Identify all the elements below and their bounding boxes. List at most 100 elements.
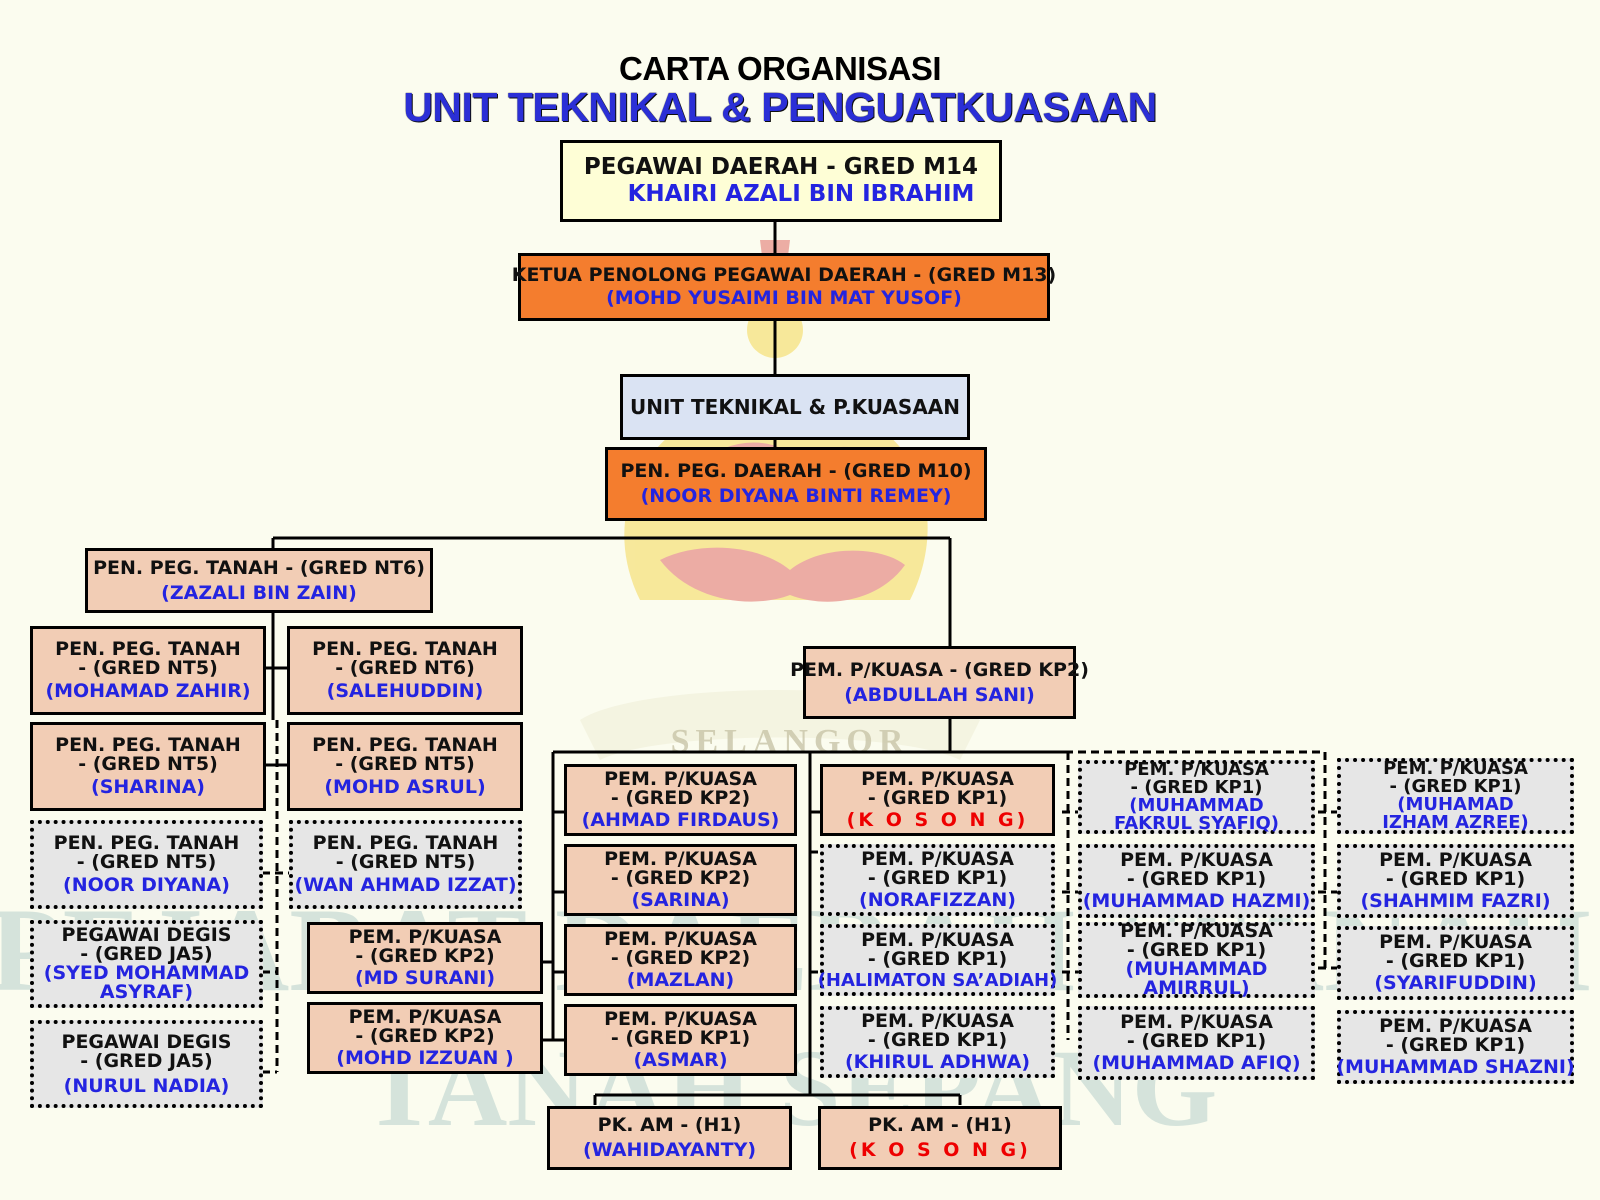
node-grade: - (GRED KP1) — [1130, 777, 1263, 798]
node-role: PEM. P/KUASA — [861, 1010, 1014, 1032]
node-am-wahidayanty: PK. AM - (H1) (WAHIDAYANTY) — [547, 1106, 792, 1170]
node-grade: - (GRED KP1) — [867, 867, 1008, 889]
node-grade: - (GRED NT5) — [76, 851, 217, 873]
node-grade: - (GRED KP1) — [610, 1027, 751, 1049]
node-pk-amirrul: PEM. P/KUASA - (GRED KP1) (MUHAMMAD AMIR… — [1078, 922, 1315, 998]
node-grade: - (GRED KP1) — [1389, 776, 1522, 797]
node-pk-hazmi: PEM. P/KUASA - (GRED KP1) (MUHAMMAD HAZM… — [1078, 844, 1315, 918]
node-pk-izzuan: PEM. P/KUASA - (GRED KP2) (MOHD IZZUAN ) — [307, 1002, 543, 1074]
node-grade: - (GRED KP1) — [1126, 939, 1267, 961]
node-role: PEGAWAI DEGIS — [61, 1030, 232, 1053]
node-grade: - (GRED KP1) — [1385, 868, 1526, 890]
node-role: KETUA PENOLONG PEGAWAI DAERAH - (GRED M1… — [511, 264, 1057, 286]
node-person: (MUHAMMAD HAZMI) — [1082, 890, 1311, 912]
node-person-vacant: (K O S O N G) — [849, 1139, 1031, 1161]
node-person: (NORAFIZZAN) — [859, 889, 1016, 911]
node-person: (WAN AHMAD IZZAT) — [294, 874, 517, 896]
node-role: PEN. PEG. TANAH - (GRED NT6) — [93, 556, 425, 579]
node-grade: - (GRED NT5) — [78, 753, 218, 775]
node-role: PEM. P/KUASA — [861, 848, 1014, 870]
node-role: PEM. P/KUASA — [861, 928, 1014, 951]
node-ppt-noor-diyana: PEN. PEG. TANAH - (GRED NT5) (NOOR DIYAN… — [30, 820, 263, 909]
node-ppt-zahir: PEN. PEG. TANAH - (GRED NT5) (MOHAMAD ZA… — [30, 626, 266, 715]
node-role: PEM. P/KUASA — [861, 768, 1014, 790]
node-role: PEM. P/KUASA — [348, 926, 502, 948]
node-pk-khirul: PEM. P/KUASA - (GRED KP1) (KHIRUL ADHWA) — [820, 1006, 1055, 1078]
node-grade: - (GRED KP1) — [1126, 868, 1267, 890]
node-ppt-sharina: PEN. PEG. TANAH - (GRED NT5) (SHARINA) — [30, 722, 266, 811]
node-pk-shazni: PEM. P/KUASA - (GRED KP1) (MUHAMMAD SHAZ… — [1336, 1010, 1575, 1084]
node-role: PEGAWAI DEGIS — [61, 924, 232, 946]
node-person: (MOHAMAD ZAHIR) — [45, 680, 251, 702]
node-person: (ABDULLAH SANI) — [844, 683, 1035, 706]
node-ppt-salehuddin: PEN. PEG. TANAH - (GRED NT6) (SALEHUDDIN… — [287, 626, 523, 715]
node-ketua-penolong: KETUA PENOLONG PEGAWAI DAERAH - (GRED M1… — [512, 253, 1056, 321]
node-role: PEGAWAI DAERAH - GRED M14 — [583, 154, 979, 180]
node-role: PEM. P/KUASA — [604, 1008, 757, 1030]
node-pk-izham: PEM. P/KUASA - (GRED KP1) (MUHAMAD IZHAM… — [1337, 758, 1574, 834]
node-pk-abdullah: PEM. P/KUASA - (GRED KP2) (ABDULLAH SANI… — [790, 646, 1089, 719]
node-person: (SALEHUDDIN) — [326, 680, 484, 702]
node-pk-afiq: PEM. P/KUASA - (GRED KP1) (MUHAMMAD AFIQ… — [1078, 1006, 1315, 1080]
node-pk-sarina: PEM. P/KUASA - (GRED KP2) (SARINA) — [564, 844, 797, 916]
node-role: PEN. PEG. TANAH — [312, 832, 499, 854]
node-pk-firdaus: PEM. P/KUASA - (GRED KP2) (AHMAD FIRDAUS… — [564, 764, 797, 836]
node-grade: - (GRED KP2) — [610, 867, 751, 889]
node-pen-peg-daerah: PEN. PEG. DAERAH - (GRED M10) (NOOR DIYA… — [605, 447, 987, 521]
chart-subtitle: UNIT TEKNIKAL & PENGUATKUASAAN — [403, 84, 1157, 130]
node-person: (MUHAMMAD FAKRUL SYAFIQ) — [1113, 795, 1280, 834]
node-person: (NOOR DIYANA BINTI REMEY) — [640, 485, 952, 507]
node-person: (MUHAMMAD AMIRRUL) — [1125, 958, 1268, 999]
node-role: PEM. P/KUASA — [1124, 759, 1269, 780]
node-role: PEM. P/KUASA — [1383, 758, 1528, 779]
node-person: (NURUL NADIA) — [63, 1074, 230, 1097]
node-person: (ASMAR) — [633, 1049, 728, 1071]
node-role: PEN. PEG. DAERAH - (GRED M10) — [620, 460, 972, 482]
node-person: (MUHAMAD IZHAM AZREE) — [1382, 794, 1529, 833]
node-role: PEM. P/KUASA — [604, 928, 757, 950]
node-person: KHAIRI AZALI BIN IBRAHIM — [627, 181, 975, 207]
node-degis-nurul: PEGAWAI DEGIS - (GRED JA5) (NURUL NADIA) — [30, 1020, 263, 1108]
node-person: (SHAHMIM FAZRI) — [1360, 890, 1551, 912]
node-role: PEM. P/KUASA — [1120, 920, 1273, 942]
node-role: PEN. PEG. TANAH — [55, 734, 241, 756]
node-person: (NOOR DIYANA) — [63, 874, 230, 896]
node-person: (ZAZALI BIN ZAIN) — [161, 581, 357, 604]
node-pk-md-surani: PEM. P/KUASA - (GRED KP2) (MD SURANI) — [307, 922, 543, 994]
node-role: PEM. P/KUASA — [1379, 931, 1532, 953]
node-grade: - (GRED KP2) — [610, 947, 751, 969]
node-person: (MOHD YUSAIMI BIN MAT YUSOF) — [606, 287, 962, 309]
node-person-vacant: (K O S O N G) — [846, 809, 1029, 831]
node-role: PK. AM - (H1) — [868, 1114, 1012, 1136]
node-person: (MUHAMMAD AFIQ) — [1092, 1052, 1301, 1074]
node-pk-asmar: PEM. P/KUASA - (GRED KP1) (ASMAR) — [564, 1004, 797, 1076]
node-role: PK. AM - (H1) — [597, 1114, 742, 1136]
node-person: (AHMAD FIRDAUS) — [581, 809, 780, 831]
node-person: (SHARINA) — [91, 776, 205, 798]
node-grade: - (GRED KP1) — [1385, 1034, 1526, 1056]
node-person: (HALIMATON SA’ADIAH) — [817, 969, 1058, 991]
node-person: (MUHAMMAD SHAZNI) — [1336, 1056, 1575, 1078]
node-role: PEM. P/KUASA — [604, 848, 757, 870]
node-role: UNIT TEKNIKAL & P.KUASAAN — [629, 395, 961, 419]
node-role: PEN. PEG. TANAH — [312, 638, 498, 660]
node-person: (MAZLAN) — [626, 969, 735, 991]
node-grade: - (GRED KP2) — [355, 945, 495, 967]
node-pk-fakrul: PEM. P/KUASA - (GRED KP1) (MUHAMMAD FAKR… — [1078, 760, 1315, 834]
node-person: (KHIRUL ADHWA) — [844, 1051, 1031, 1073]
node-am-kosong: PK. AM - (H1) (K O S O N G) — [818, 1106, 1062, 1170]
node-pk-kosong: PEM. P/KUASA - (GRED KP1) (K O S O N G) — [820, 764, 1055, 836]
node-grade: - (GRED KP1) — [867, 787, 1008, 809]
node-role: PEM. P/KUASA — [604, 768, 757, 790]
node-person: (SYARIFUDDIN) — [1374, 972, 1537, 994]
node-grade: - (GRED NT5) — [78, 657, 218, 679]
chart-title: CARTA ORGANISASI — [619, 50, 942, 87]
node-grade: - (GRED NT5) — [335, 851, 476, 873]
node-role: PEN. PEG. TANAH — [53, 832, 240, 854]
node-person: (WAHIDAYANTY) — [582, 1139, 757, 1161]
node-grade: - (GRED KP1) — [1126, 1030, 1267, 1052]
node-grade: - (GRED NT5) — [335, 753, 475, 775]
node-grade: - (GRED JA5) — [80, 1049, 213, 1072]
node-ppt-zazali: PEN. PEG. TANAH - (GRED NT6) (ZAZALI BIN… — [85, 548, 433, 613]
